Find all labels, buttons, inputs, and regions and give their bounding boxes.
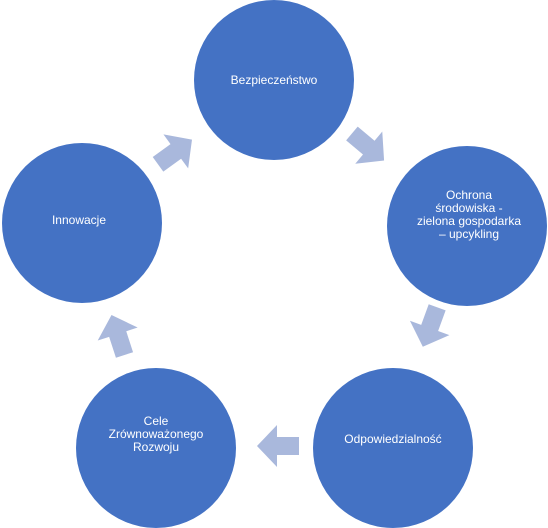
node-innowacje: Innowacje	[2, 143, 162, 303]
connector-arrow-innowacje-to-bezpieczenstwo	[152, 134, 192, 172]
node-bezpieczenstwo-label: Bezpieczeństwo	[230, 72, 318, 87]
connector-arrow-bezpieczenstwo-to-ochrona	[346, 126, 385, 164]
node-ochrona-srodowiska-label: Ochrona środowiska - zielona gospodarka …	[416, 188, 522, 241]
connector-arrow-odpowiedzialnosc-to-cele	[257, 425, 299, 467]
node-bezpieczenstwo: Bezpieczeństwo	[194, 0, 354, 160]
node-cele-zrownowazonego-rozwoju: Cele Zrównoważonego Rozwoju	[76, 368, 236, 528]
node-ochrona-srodowiska: Ochrona środowiska - zielona gospodarka …	[387, 146, 547, 306]
node-odpowiedzialnosc: Odpowiedzialność	[313, 368, 473, 528]
node-cele-label: Cele Zrównoważonego Rozwoju	[108, 413, 204, 454]
node-odpowiedzialnosc-label: Odpowiedzialność	[344, 431, 442, 446]
connector-arrow-cele-to-innowacje	[97, 315, 138, 358]
connector-arrow-ochrona-to-odpowiedzialnosc	[409, 304, 450, 347]
node-innowacje-label: Innowacje	[51, 212, 107, 227]
